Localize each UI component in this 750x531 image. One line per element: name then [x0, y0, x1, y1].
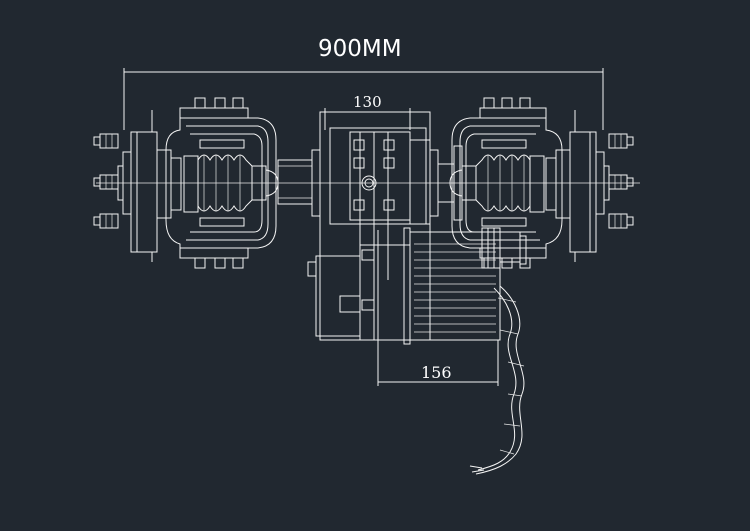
overall-width-dimension — [123, 68, 604, 130]
left-wheel-studs — [93, 133, 119, 229]
right-wheel-hub — [545, 110, 634, 262]
differential-housing — [307, 111, 439, 341]
electric-motor — [403, 227, 527, 345]
right-cv-boot — [449, 154, 545, 213]
motor-cooling-fins — [414, 243, 496, 333]
left-knuckle-frame — [165, 97, 279, 269]
right-knuckle-frame — [449, 97, 563, 269]
left-cv-boot — [183, 154, 279, 213]
right-wheel-studs — [608, 133, 634, 229]
overall-width-label: 900MM — [318, 36, 402, 62]
center-section-dimension — [324, 108, 411, 130]
left-wheel-hub — [93, 110, 182, 262]
motor-offset-label: 156 — [421, 363, 452, 382]
motor-offset-dimension — [377, 230, 499, 386]
motor-cable — [469, 285, 525, 475]
center-section-width-label: 130 — [353, 93, 382, 111]
